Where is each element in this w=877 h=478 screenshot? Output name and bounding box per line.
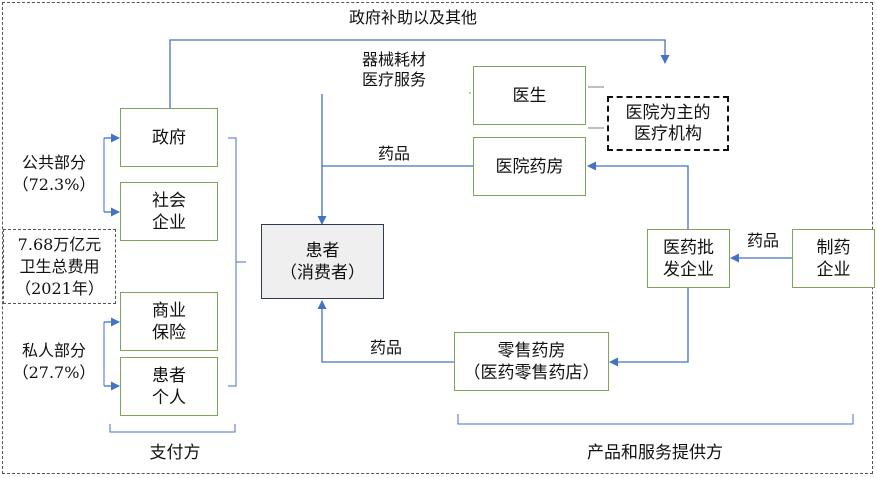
private-share-label: 私人部分 （27.7%） (12, 340, 96, 384)
private-share-line-1: 私人部分 (21, 341, 86, 360)
government-node-line-1: 政府 (152, 127, 186, 148)
top-flow-label: 政府补助以及其他 (348, 8, 477, 27)
payer-label: 支付方 (149, 443, 201, 463)
commercial-insurance-line-2: 保险 (152, 322, 186, 343)
drug-label-wholesale: 药品 (746, 231, 779, 250)
retail-pharmacy-line-1: 零售药房 (497, 340, 566, 361)
social-enterprise-line-2: 企业 (152, 212, 186, 233)
retail-pharmacy-node: 零售药房 （医药零售药店） (454, 332, 609, 391)
hospital-institution-line-1: 医院为主的 (625, 102, 711, 123)
commercial-insurance-line-1: 商业 (152, 300, 186, 321)
drug-label-hospital: 药品 (377, 144, 410, 163)
manufacturer-line-1: 制药 (816, 237, 851, 258)
wholesaler-line-1: 医药批 (663, 237, 714, 258)
supply-label: 器械耗材 医疗服务 (340, 50, 448, 90)
payer-brace (228, 137, 246, 387)
supply-label-line-1: 器械耗材 (361, 50, 426, 69)
total-line-1: 7.68万亿元 (17, 234, 102, 254)
supply-label-line-2: 医疗服务 (361, 70, 426, 89)
total-line-3: （2021年） (15, 278, 104, 298)
doctor-node-line-1: 医生 (512, 85, 547, 106)
manufacturer-line-2: 企业 (816, 259, 851, 280)
wholesaler-node: 医药批 发企业 (647, 229, 730, 288)
wholesale-to-retail-arrow (609, 288, 689, 367)
patient-consumer-line-2: （消费者） (280, 262, 365, 283)
provider-label: 产品和服务提供方 (587, 443, 723, 463)
commercial-insurance-node: 商业 保险 (120, 292, 218, 351)
government-node: 政府 (120, 108, 218, 167)
patient-consumer-line-1: 患者 (305, 240, 340, 261)
subsidy-line (169, 39, 670, 108)
doctor-node: 医生 (473, 66, 586, 125)
hospital-institution-line-2: 医疗机构 (634, 123, 702, 144)
private-share-line-2: （27.7%） (12, 363, 96, 382)
retail-to-patient-arrow (317, 300, 454, 363)
patient-personal-line-2: 个人 (152, 387, 186, 408)
social-enterprise-node: 社会 企业 (120, 182, 218, 241)
provider-bottom-bracket (457, 414, 854, 425)
manufacturer-node: 制药 企业 (792, 229, 875, 288)
wholesaler-line-2: 发企业 (663, 259, 714, 280)
social-enterprise-line-1: 社会 (152, 190, 186, 211)
hospital-pharmacy-node: 医院药房 (473, 137, 586, 196)
public-share-line-1: 公共部分 (21, 153, 86, 172)
patient-personal-node: 患者 个人 (120, 357, 218, 416)
hospital-institution-node: 医院为主的 医疗机构 (607, 96, 729, 151)
drug-label-retail: 药品 (369, 338, 402, 357)
total-line-2: 卫生总费用 (19, 256, 100, 276)
patient-consumer-node: 患者 （消费者） (261, 224, 384, 299)
wholesale-to-hospital-arrow (587, 161, 689, 229)
public-share-label: 公共部分 （72.3%） (12, 152, 96, 196)
payer-bottom-bracket (109, 424, 236, 433)
patient-personal-line-1: 患者 (152, 365, 186, 386)
total-expenditure-box: 7.68万亿元 卫生总费用 （2021年） (3, 229, 116, 304)
hospital-pharmacy-line-1: 医院药房 (495, 156, 564, 177)
retail-pharmacy-line-2: （医药零售药店） (463, 362, 600, 383)
public-share-line-2: （72.3%） (12, 175, 96, 194)
